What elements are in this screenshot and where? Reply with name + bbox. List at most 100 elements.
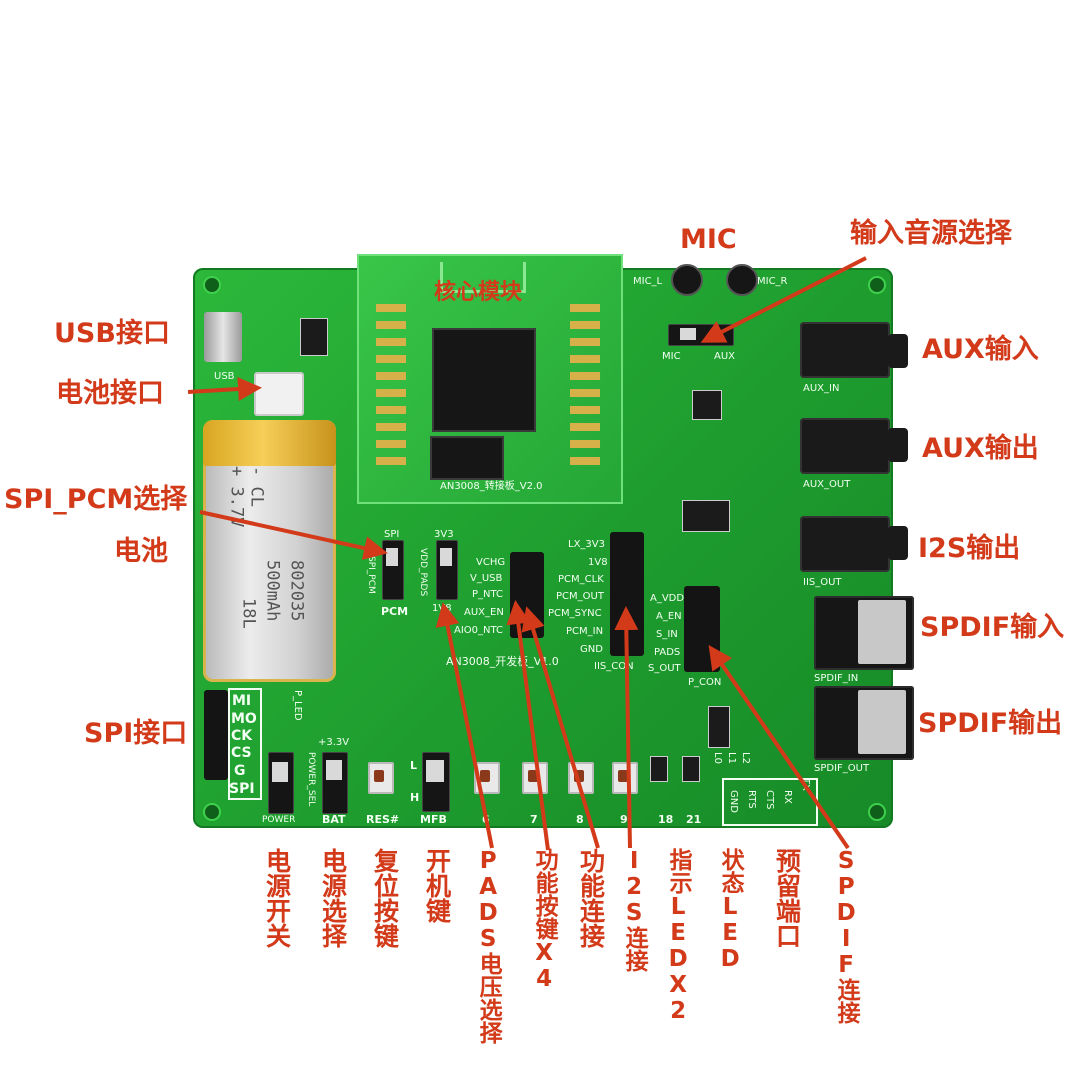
label-reset-button: 复位按键	[370, 848, 400, 948]
status-led	[708, 706, 730, 748]
label-spi-pcm: SPI_PCM选择	[4, 484, 188, 515]
h-silk: H	[410, 791, 420, 804]
func-pin-vusb: V_USB	[470, 573, 503, 584]
l-silk: L	[410, 759, 418, 772]
func-pin-aio0: AIO0_NTC	[454, 625, 504, 636]
aux-in-jack[interactable]	[800, 322, 890, 378]
mounting-hole	[203, 276, 221, 294]
arrow-function-conn	[521, 606, 600, 849]
spi-silk: SPI	[384, 529, 400, 540]
power-select-switch-knob	[326, 760, 342, 780]
antenna-trace	[440, 262, 526, 293]
label-battery-port: 电池接口	[56, 378, 164, 409]
label-usb: USB接口	[54, 318, 170, 349]
aux-out-jack[interactable]	[800, 418, 890, 474]
p-con-silk: P_CON	[688, 677, 722, 688]
arrow-i2s-conn	[614, 606, 639, 849]
key-8-silk: 8	[576, 813, 584, 826]
p-pin-sout: S_OUT	[648, 663, 681, 674]
arrow-battery-port	[187, 377, 262, 402]
label-function-conn: 功能连接	[576, 848, 606, 948]
led-l0-silk: L0	[712, 752, 723, 764]
usb-silk: USB	[214, 371, 235, 382]
label-power-select: 电源选择	[318, 848, 348, 948]
pads-voltage-switch-knob	[440, 548, 452, 566]
spi-pcm-silk: SPI_PCM	[366, 556, 376, 594]
label-core-module: 核心模块	[434, 280, 523, 305]
spi-pcm-switch-knob	[386, 548, 398, 566]
battery-connector[interactable]	[254, 372, 304, 416]
label-spdif-out: SPDIF输出	[918, 708, 1063, 739]
iis-out-jack-ring	[888, 526, 908, 560]
spi-pin-mi: MI	[232, 693, 252, 709]
label-spdif-in: SPDIF输入	[920, 612, 1065, 643]
battery-text-2: + 3.7V	[226, 466, 247, 528]
reserved-gnd: GND	[728, 790, 739, 813]
label-indicator-led: 指示LEDX2	[665, 848, 692, 1024]
led-l2-silk: L2	[740, 752, 751, 764]
arrow-pads	[435, 602, 494, 849]
label-mic: MIC	[680, 224, 737, 255]
spdif-in-silk: SPDIF_IN	[814, 673, 859, 684]
i2s-pin-lx3v3: LX_3V3	[568, 539, 605, 550]
spi-pin-cs: CS	[231, 745, 252, 761]
aux-in-jack-ring	[888, 334, 908, 368]
power-sel-silk: POWER_SEL	[306, 752, 316, 807]
key-7-silk: 7	[530, 813, 538, 826]
func-pin-vchg: VCHG	[476, 557, 506, 568]
spi-pin-label: SPI	[229, 781, 255, 797]
battery-text-1: - CL	[246, 466, 267, 507]
label-pads-voltage: PADS电压选择	[475, 848, 502, 1044]
mfb-silk: MFB	[420, 813, 447, 826]
func-pin-auxen: AUX_EN	[464, 607, 504, 618]
reserved-cts: CTS	[764, 790, 775, 810]
mic-r-silk: MIC_R	[757, 276, 788, 287]
spi-pin-header[interactable]	[204, 690, 228, 780]
reserved-rx: RX	[782, 790, 793, 804]
aux-in-silk: AUX_IN	[803, 383, 840, 394]
iis-con-silk: IIS_CON	[594, 661, 634, 672]
reset-button-cap	[374, 770, 384, 782]
label-status-led: 状态LED	[717, 848, 744, 972]
spdif-out-silk: SPDIF_OUT	[814, 763, 870, 774]
iis-out-jack[interactable]	[800, 516, 890, 572]
label-power-on-key: 开机键	[422, 848, 452, 923]
i2s-pin-gnd: GND	[580, 644, 603, 655]
led-18-silk: 18	[658, 813, 674, 826]
i2s-pin-pcmclk: PCM_CLK	[558, 574, 604, 585]
iis-out-silk: IIS_OUT	[803, 577, 842, 588]
module-pads-left	[376, 304, 406, 474]
label-function-keys: 功能按键X4	[531, 848, 558, 992]
core-chip-secondary	[430, 436, 504, 480]
function-key-7-cap	[528, 770, 538, 782]
battery-tape	[203, 420, 336, 466]
arrow-spdif-conn	[708, 645, 850, 850]
p-pin-pads: PADS	[654, 647, 681, 658]
i2s-pin-pcmsync: PCM_SYNC	[548, 608, 602, 619]
vdd-pads-silk: VDD_PADS	[418, 548, 428, 597]
spi-pin-mo: MO	[231, 711, 257, 727]
usb-connector[interactable]	[204, 312, 242, 362]
arrow-spi-pcm	[199, 510, 388, 560]
battery-text-5: 18L	[238, 598, 259, 629]
mic-l-silk: MIC_L	[633, 276, 663, 287]
led-21-silk: 21	[686, 813, 702, 826]
arrow-input-source	[700, 256, 867, 343]
aux-out-silk: AUX_OUT	[803, 479, 851, 490]
spi-pin-ck: CK	[231, 728, 253, 744]
function-key-8-cap	[574, 770, 584, 782]
3v3-silk: 3V3	[434, 529, 454, 540]
pcm-silk: PCM	[381, 605, 409, 618]
p-led-silk: P_LED	[292, 690, 303, 721]
label-i2s-conn: I2S连接	[621, 848, 648, 972]
p-pin-aen: A_EN	[656, 611, 682, 622]
label-spdif-conn: SPDIF连接	[833, 848, 860, 1024]
label-input-source: 输入音源选择	[850, 218, 1012, 249]
label-i2s-out: I2S输出	[918, 533, 1021, 564]
input-source-switch-knob	[680, 328, 696, 340]
i2s-pin-1v8: 1V8	[588, 557, 608, 568]
mounting-hole	[203, 803, 221, 821]
i2s-pin-pcmin: PCM_IN	[566, 626, 604, 637]
battery-text-4: 500mAh	[262, 560, 283, 622]
